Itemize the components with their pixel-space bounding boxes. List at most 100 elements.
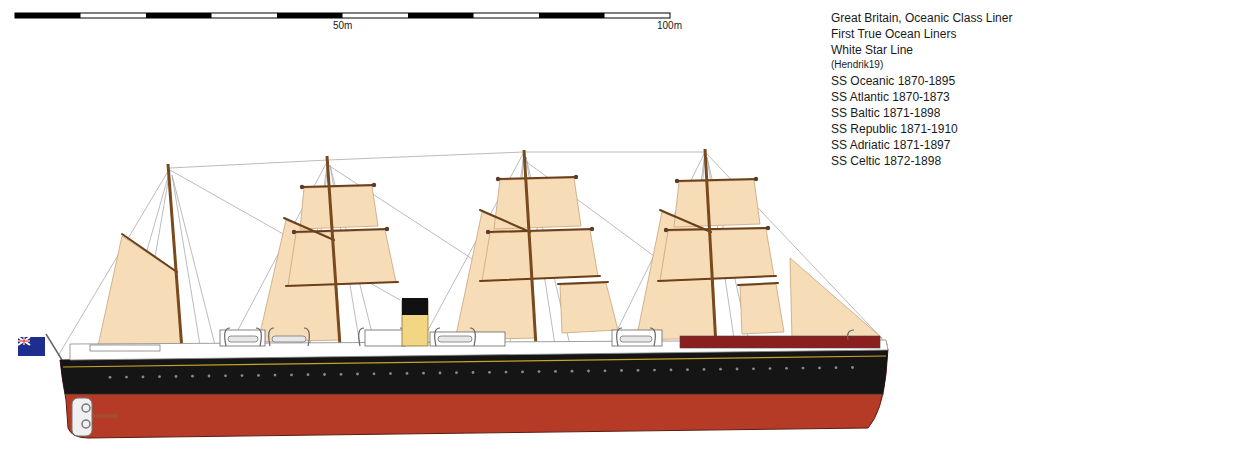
porthole bbox=[158, 375, 161, 378]
lifeboat bbox=[620, 336, 652, 342]
deckhouse bbox=[220, 330, 265, 346]
rudder-frame bbox=[72, 398, 92, 436]
block-dots bbox=[292, 175, 770, 234]
porthole bbox=[472, 371, 475, 374]
porthole bbox=[604, 369, 607, 372]
porthole bbox=[422, 372, 425, 375]
funnel-top bbox=[402, 298, 428, 315]
caption-line: SS Adriatic 1871-1897 bbox=[831, 138, 950, 152]
porthole bbox=[653, 369, 656, 372]
block-dot bbox=[292, 230, 296, 234]
gaff-spar bbox=[480, 210, 530, 232]
square-sail bbox=[288, 230, 396, 286]
caption-line: Great Britain, Oceanic Class Liner bbox=[831, 11, 1012, 25]
porthole bbox=[554, 370, 557, 373]
caption-line: First True Ocean Liners bbox=[831, 27, 956, 41]
block-dot bbox=[486, 230, 490, 234]
block-dot bbox=[300, 185, 304, 189]
block-dot bbox=[664, 228, 668, 232]
scale-segment bbox=[408, 13, 474, 18]
waterline bbox=[66, 394, 884, 395]
porthole bbox=[323, 373, 326, 376]
jib-sail bbox=[790, 258, 882, 340]
scale-bar-frame bbox=[15, 13, 670, 18]
caption-line: SS Oceanic 1870-1895 bbox=[831, 74, 955, 88]
porthole bbox=[521, 371, 524, 374]
caption-line: SS Republic 1871-1910 bbox=[831, 122, 958, 136]
masts bbox=[168, 149, 716, 350]
caption-line: SS Baltic 1871-1898 bbox=[831, 106, 940, 120]
porthole bbox=[406, 372, 409, 375]
scale-segment bbox=[15, 13, 81, 18]
shaft bbox=[92, 415, 118, 418]
porthole bbox=[455, 371, 458, 374]
porthole bbox=[736, 368, 739, 371]
propeller bbox=[82, 420, 90, 428]
square-sail bbox=[300, 186, 378, 229]
porthole bbox=[851, 366, 854, 369]
forecastle bbox=[680, 336, 880, 348]
porthole bbox=[670, 369, 673, 372]
scale-segment bbox=[146, 13, 212, 18]
caption-line: SS Celtic 1872-1898 bbox=[831, 154, 941, 168]
davit bbox=[435, 328, 476, 346]
porthole bbox=[785, 367, 788, 370]
block-dot bbox=[675, 179, 679, 183]
block-dot bbox=[385, 227, 389, 231]
deckhouse bbox=[430, 332, 505, 346]
porthole bbox=[175, 375, 178, 378]
porthole bbox=[389, 372, 392, 375]
rudder bbox=[72, 398, 118, 436]
gaff-spar bbox=[122, 234, 177, 272]
propeller bbox=[82, 404, 90, 412]
yards bbox=[122, 177, 778, 286]
union-jack-cross bbox=[18, 337, 30, 345]
scale-bar bbox=[15, 13, 670, 18]
porthole bbox=[373, 372, 376, 375]
lifeboats bbox=[228, 336, 652, 342]
caption-line: (Hendrik19) bbox=[831, 59, 883, 71]
davit bbox=[269, 328, 310, 346]
mast bbox=[524, 150, 536, 346]
caption-line: White Star Line bbox=[831, 43, 913, 57]
porthole bbox=[637, 369, 640, 372]
block-dot bbox=[590, 227, 594, 231]
hull-red bbox=[60, 349, 888, 438]
block-dot bbox=[574, 175, 578, 179]
caption-line: SS Atlantic 1870-1873 bbox=[831, 90, 950, 104]
porthole bbox=[686, 368, 689, 371]
davit bbox=[617, 328, 656, 346]
mast bbox=[168, 164, 182, 350]
block-dot bbox=[766, 226, 770, 230]
porthole bbox=[719, 368, 722, 371]
porthole bbox=[257, 374, 260, 377]
scale-segment bbox=[277, 13, 343, 18]
porthole bbox=[505, 371, 508, 374]
block-dot bbox=[496, 177, 500, 181]
porthole bbox=[241, 374, 244, 377]
gaff-sail bbox=[98, 236, 181, 346]
porthole bbox=[224, 374, 227, 377]
porthole bbox=[802, 367, 805, 370]
porthole bbox=[439, 372, 442, 375]
yard-spar bbox=[480, 177, 608, 284]
porthole bbox=[835, 366, 838, 369]
davit bbox=[848, 330, 854, 340]
deckhouse bbox=[365, 330, 405, 346]
scale-label: 100m bbox=[657, 20, 682, 32]
sails bbox=[98, 178, 882, 346]
porthole bbox=[587, 370, 590, 373]
porthole bbox=[620, 369, 623, 372]
porthole bbox=[571, 370, 574, 373]
lifeboat bbox=[438, 336, 472, 342]
porthole bbox=[109, 376, 112, 379]
yard-spar bbox=[286, 185, 398, 286]
porthole bbox=[769, 367, 772, 370]
porthole bbox=[290, 374, 293, 377]
porthole bbox=[356, 373, 359, 376]
rigging bbox=[58, 152, 888, 356]
porthole bbox=[274, 374, 277, 377]
mast bbox=[705, 149, 716, 346]
scale-label: 50m bbox=[333, 20, 352, 32]
